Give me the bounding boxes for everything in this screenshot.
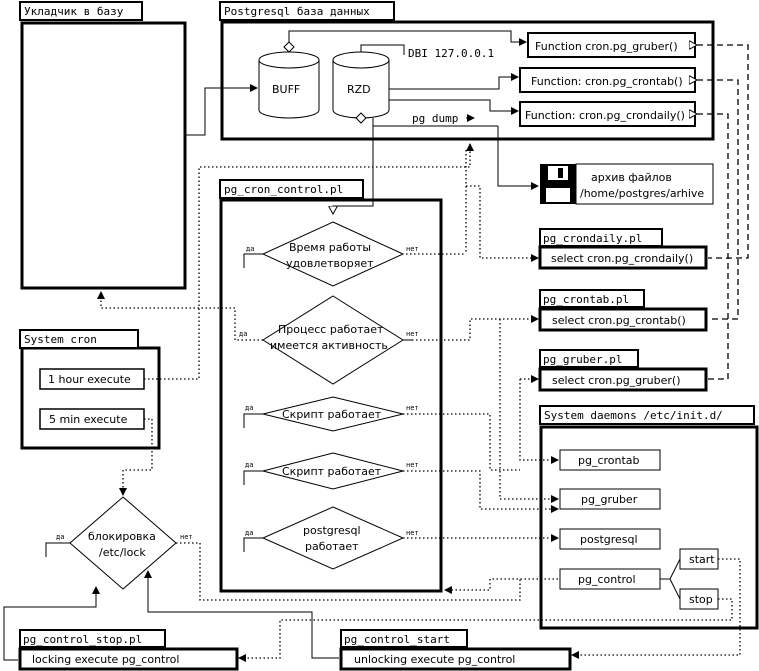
decision-process-line2: имеется активность (270, 339, 388, 352)
d1-no: нет (406, 245, 419, 253)
function-crondaily (519, 101, 696, 127)
decision-process-line1: Процесс работает (278, 323, 384, 336)
postgres-panel: Postgresql база данных BUFF RZD DBI 127.… (219, 1, 715, 141)
ukladchik-title: Укладчик в базу (24, 5, 124, 18)
daemon-pg-gruber-label: pg_gruber (581, 493, 638, 506)
d5-no: нет (406, 529, 419, 537)
daemon-pg-crontab-label: pg_crontab (578, 454, 640, 467)
crondaily-cmd: select cron.pg_crondaily() (551, 252, 693, 265)
script-crondaily: pg_crondaily.pl select cron.pg_crondaily… (538, 228, 708, 270)
daemon-postgresql-label: postgresql (580, 533, 638, 546)
daemon-pg-crontab (559, 449, 661, 471)
daemons-title: System daemons /etc/init.d/ (544, 409, 723, 422)
system-cron-panel: System cron 1 hour execute 5 min execute (19, 329, 161, 450)
control-stop-title: pg_control_stop.pl (23, 633, 142, 646)
decision-script-2-label: Скрипт работает (282, 465, 382, 478)
connectors (3, 45, 749, 662)
dbi-label: DBI 127.0.0.1 (408, 47, 494, 60)
d5-yes: да (245, 529, 253, 537)
system-daemons-panel: System daemons /etc/init.d/ pg_crontab p… (539, 405, 759, 630)
decision-postgresql (261, 506, 405, 570)
decision-script-1 (262, 396, 404, 432)
function-crontab-label: Function: cron.pg_crontab() (531, 75, 683, 88)
decision-work-time-line2: удовлетворяет (286, 257, 374, 270)
d4-no: нет (406, 461, 419, 469)
lock-line2: /etc/lock (99, 546, 146, 559)
cron-control-panel: pg_cron_control.pl Время работы удовлетв… (219, 126, 443, 593)
d3-no: нет (406, 404, 419, 412)
lock-yes: да (56, 533, 64, 541)
crontab-title: pg_crontab.pl (543, 293, 629, 306)
function-gruber-label: Function cron.pg_gruber() (535, 40, 678, 53)
cron-hour-label: 1 hour execute (48, 373, 131, 386)
lock-line1: блокировка (88, 530, 156, 543)
control-start-title: pg_control_start (344, 633, 450, 646)
floppy-disk-icon (540, 164, 576, 204)
rzd-database-icon: RZD (332, 51, 390, 119)
function-crondaily-label: Function: cron.pg_crondaily() (525, 109, 685, 122)
decision-script-2 (262, 452, 404, 490)
d2-no: нет (406, 330, 419, 338)
archive-line2: /home/postgres/arhive (580, 187, 704, 200)
script-crontab: pg_crontab.pl select cron.pg_crontab() (538, 289, 708, 332)
crondaily-title: pg_crondaily.pl (543, 232, 642, 245)
control-start-script: pg_control_start unlocking execute pg_co… (339, 629, 572, 671)
d3-yes: да (245, 404, 253, 412)
buff-label: BUFF (272, 83, 300, 96)
postgres-title: Postgresql база данных (224, 5, 370, 18)
d1-yes: да (246, 245, 254, 253)
daemon-pg-control-label: pg_control (578, 573, 636, 586)
cron-control-title: pg_cron_control.pl (224, 183, 343, 196)
daemon-start-label: start (689, 553, 715, 566)
decision-work-time (261, 221, 405, 287)
rzd-label: RZD (347, 83, 371, 96)
archive-line1: архив файлов (591, 171, 672, 184)
crontab-cmd: select cron.pg_crontab() (552, 314, 686, 327)
d4-yes: да (245, 461, 253, 469)
archive-block: архив файлов /home/postgres/arhive (540, 163, 714, 205)
pg-dump-label: pg dump (412, 112, 458, 125)
daemon-postgresql (559, 528, 661, 550)
d2-yes: да (239, 330, 247, 338)
cron-5min-label: 5 min execute (49, 413, 128, 426)
decision-postgresql-line2: работает (305, 540, 359, 553)
gruber-cmd: select cron.pg_gruber() (552, 374, 681, 387)
control-start-cmd: unlocking execute pg_control (354, 653, 515, 666)
system-cron-title: System cron (24, 333, 97, 346)
lock-decision: блокировка /etc/lock да нет (45, 496, 193, 590)
decision-work-time-line1: Время работы (289, 241, 371, 254)
lock-no: нет (180, 533, 193, 541)
decision-script-1-label: Скрипт работает (282, 408, 382, 421)
daemon-pg-gruber (559, 488, 661, 510)
script-gruber: pg_gruber.pl select cron.pg_gruber() (538, 349, 708, 392)
decision-postgresql-line1: postgresql (303, 524, 361, 537)
gruber-title: pg_gruber.pl (543, 353, 622, 366)
control-stop-script: pg_control_stop.pl locking execute pg_co… (18, 629, 239, 671)
ukladchik-panel: Укладчик в базу (19, 1, 187, 290)
daemon-stop-label: stop (689, 593, 713, 606)
decision-process-active (262, 295, 404, 385)
control-stop-cmd: locking execute pg_control (32, 653, 179, 666)
buff-database-icon: BUFF (258, 51, 320, 119)
